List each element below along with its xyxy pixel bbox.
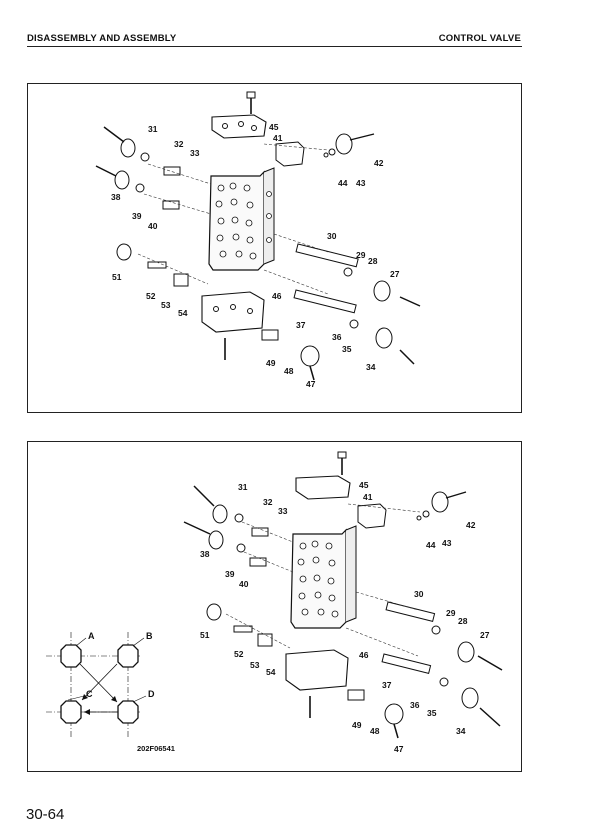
section-title: DISASSEMBLY AND ASSEMBLY	[27, 33, 177, 44]
bolt-label-c: C	[86, 689, 93, 699]
top-callout-30: 30	[327, 231, 337, 241]
bottom-callout-51: 51	[200, 630, 210, 640]
top-callout-43: 43	[356, 178, 366, 188]
top-callout-32: 32	[174, 139, 184, 149]
top-callout-34: 34	[366, 362, 376, 372]
top-callout-35: 35	[342, 344, 352, 354]
bottom-callout-42: 42	[466, 520, 476, 530]
top-callout-45: 45	[269, 122, 279, 132]
bottom-callout-45: 45	[359, 480, 369, 490]
bottom-callout-31: 31	[238, 482, 248, 492]
bottom-callout-53: 53	[250, 660, 260, 670]
top-callout-42: 42	[374, 158, 384, 168]
figure-code: 202F06541	[137, 744, 175, 753]
bolt-label-b: B	[146, 631, 153, 641]
bottom-callout-27: 27	[480, 630, 490, 640]
page-number: 30-64	[26, 806, 65, 823]
top-callout-28: 28	[368, 256, 378, 266]
top-callout-44: 44	[338, 178, 348, 188]
bolt-label-d: D	[148, 689, 155, 699]
bottom-callout-48: 48	[370, 726, 380, 736]
top-callout-39: 39	[132, 211, 142, 221]
bottom-callout-54: 54	[266, 667, 276, 677]
bottom-callout-46: 46	[359, 650, 369, 660]
bottom-callout-29: 29	[446, 608, 456, 618]
top-callout-46: 46	[272, 291, 282, 301]
exploded-view-panel-bottom: A B C D 202F06541 31 32 33 45 41 42 43 44 38 39 40…	[27, 441, 522, 772]
top-callout-27: 27	[390, 269, 400, 279]
top-callout-54: 54	[178, 308, 188, 318]
tightening-order-diagram: A B C D	[46, 631, 155, 738]
top-callout-41: 41	[273, 133, 283, 143]
bottom-callout-43: 43	[442, 538, 452, 548]
valve-body	[290, 525, 357, 629]
valve-body	[208, 167, 275, 271]
header-rule	[27, 46, 522, 47]
top-callout-53: 53	[161, 300, 171, 310]
bottom-callout-33: 33	[278, 506, 288, 516]
bottom-callout-36: 36	[410, 700, 420, 710]
top-callout-47: 47	[306, 379, 316, 389]
top-callout-40: 40	[148, 221, 158, 231]
bottom-callout-30: 30	[414, 589, 424, 599]
top-callout-52: 52	[146, 291, 156, 301]
component-title: CONTROL VALVE	[438, 33, 521, 44]
bottom-callout-34: 34	[456, 726, 466, 736]
bottom-callout-40: 40	[239, 579, 249, 589]
bottom-callout-35: 35	[427, 708, 437, 718]
bolt-label-a: A	[88, 631, 95, 641]
bottom-callout-28: 28	[458, 616, 468, 626]
bottom-callout-32: 32	[263, 497, 273, 507]
bottom-callout-38: 38	[200, 549, 210, 559]
bottom-callout-41: 41	[363, 492, 373, 502]
top-callout-48: 48	[284, 366, 294, 376]
top-callout-51: 51	[112, 272, 122, 282]
top-callout-49: 49	[266, 358, 276, 368]
top-callout-36: 36	[332, 332, 342, 342]
bottom-callout-44: 44	[426, 540, 436, 550]
bottom-callout-52: 52	[234, 649, 244, 659]
top-callout-38: 38	[111, 192, 121, 202]
top-callout-31: 31	[148, 124, 158, 134]
bottom-callout-47: 47	[394, 744, 404, 754]
bottom-callout-37: 37	[382, 680, 392, 690]
bottom-callout-49: 49	[352, 720, 362, 730]
exploded-view-drawing-bottom: A B C D 202F06541 31 32 33 45 41 42 43 44 38 39 40…	[46, 451, 503, 754]
top-callout-37: 37	[296, 320, 306, 330]
top-callout-29: 29	[356, 250, 366, 260]
bottom-callout-39: 39	[225, 569, 235, 579]
top-callout-33: 33	[190, 148, 200, 158]
